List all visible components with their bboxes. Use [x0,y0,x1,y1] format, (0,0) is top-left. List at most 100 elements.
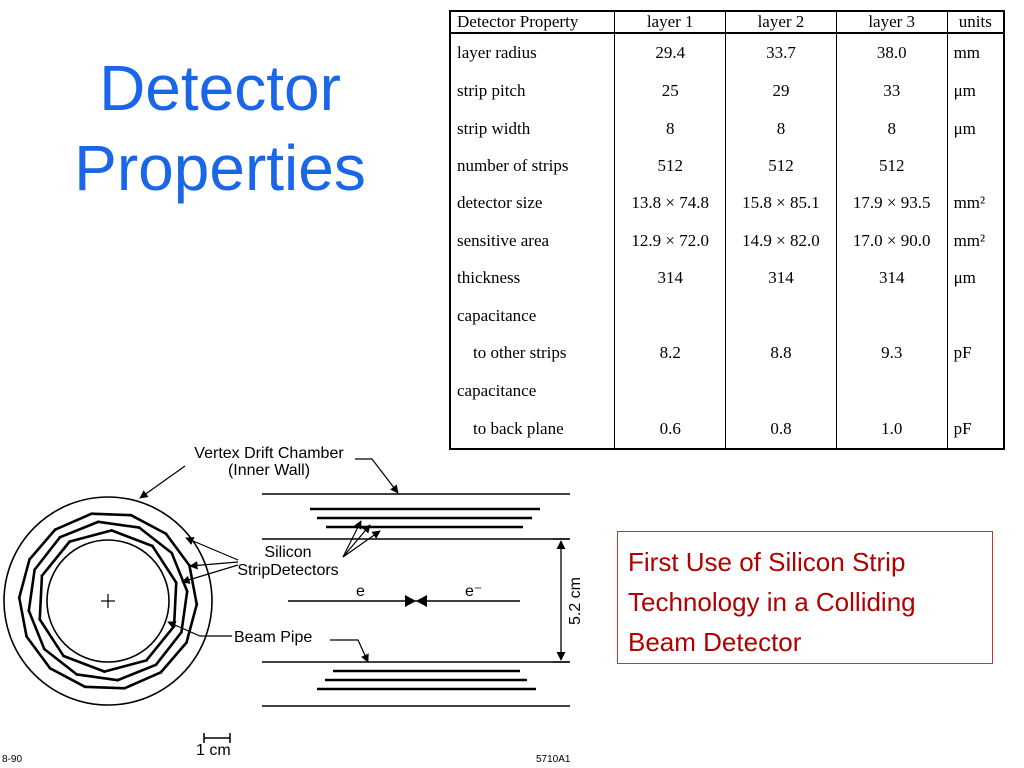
detector-properties-table: Detector Property layer 1 layer 2 layer … [449,10,1005,450]
strip-segment [144,624,176,662]
label-inner-wall: (Inner Wall) [228,462,310,479]
cell-value [725,372,837,410]
strip-segment [68,528,113,544]
cell-value [614,372,727,410]
strip-segment [159,641,189,674]
strip-segment [42,647,79,677]
label-electron-right: e⁻ [465,583,482,600]
cell-unit [946,147,1005,185]
cell-value [835,372,948,410]
strip-segment [32,535,62,572]
cell-unit: mm² [946,222,1005,260]
collision-point [405,595,427,607]
table-row: thickness 314 314 314 μm [449,259,1005,298]
label-strip-detectors: StripDetectors [237,562,338,579]
strip-segment [17,558,31,599]
cell-value: 0.8 [725,409,837,449]
side-view [262,493,570,707]
label-beam-pipe: Beam Pipe [234,629,312,646]
callout-box: First Use of Silicon Strip Technology in… [617,531,993,664]
slide-title-line1: Detector [99,52,341,124]
cell-value: 9.3 [835,334,948,373]
label-figure-code-left: 8-90 [2,754,22,765]
row-label: strip width [449,109,616,148]
strip-segment [137,525,174,555]
cross-section-view [3,496,213,706]
strip-segment [116,663,158,682]
table-row: to back plane 0.6 0.8 1.0 pF [449,409,1005,449]
cell-value: 8 [725,109,837,148]
cell-unit [946,372,1005,410]
strip-segment [172,581,178,628]
beam-pipe-circle [46,539,170,663]
cell-value: 29 [725,72,837,110]
cell-value: 12.9 × 72.0 [614,222,727,260]
table-header-row: Detector Property layer 1 layer 2 layer … [449,11,1005,34]
scale-bar [203,733,231,743]
cell-unit: pF [946,409,1005,449]
table-row: layer radius 29.4 33.7 38.0 mm [449,33,1005,73]
cell-value: 314 [835,259,948,298]
strip-segment [129,513,168,536]
cell-value: 17.0 × 90.0 [835,222,948,260]
header-layer-2: layer 2 [725,11,837,34]
cell-value [614,297,727,335]
cell-value: 0.6 [614,409,727,449]
strip-segment [180,590,189,634]
cell-value: 33.7 [725,33,837,73]
table-row: to other strips 8.2 8.8 9.3 pF [449,334,1005,373]
callout-text: First Use of Silicon Strip Technology in… [628,547,916,657]
row-label: capacitance [449,372,616,410]
cell-unit: pF [946,334,1005,373]
cell-value: 512 [835,147,948,185]
strip-segment [150,544,178,585]
slide-title-line2: Properties [74,132,366,204]
silicon-strip-segments [17,512,199,690]
cell-value: 1.0 [835,409,948,449]
strip-segment [25,635,52,670]
strip-segment [75,673,119,682]
row-label: strip pitch [449,72,616,110]
cell-value: 8.2 [614,334,727,373]
label-vertex-drift-chamber: Vertex Drift Chamber [194,445,344,462]
cell-unit [946,297,1005,335]
vertex-drift-chamber-wall [3,496,213,706]
strip-segment [84,685,126,690]
cell-value: 8 [835,109,948,148]
table-row: capacitance [449,372,1005,410]
strip-detectors-top [310,507,540,529]
header-layer-1: layer 1 [614,11,727,34]
cell-unit: μm [946,109,1005,148]
label-electron: e [356,583,365,600]
header-layer-3: layer 3 [835,11,948,34]
beam-center-cross [101,594,115,608]
header-units: units [946,11,1005,34]
header-property: Detector Property [449,11,616,34]
row-label: thickness [449,259,616,298]
cell-value: 25 [614,72,727,110]
strip-segment [27,609,46,651]
table-row: strip pitch 25 29 33 μm [449,72,1005,110]
cell-value: 14.9 × 82.0 [725,222,837,260]
cell-unit: μm [946,72,1005,110]
leader-lines [139,458,399,663]
cell-value: 17.9 × 93.5 [835,184,948,223]
strip-segment [90,512,132,517]
label-figure-code-right: 5710A1 [536,754,571,765]
cell-value: 314 [725,259,837,298]
strip-detectors-bottom [317,669,536,691]
strip-segment [123,670,163,690]
label-scale: 1 cm [196,742,231,759]
table-row: number of strips 512 512 512 [449,147,1005,185]
table-row: strip width 8 8 8 μm [449,109,1005,148]
strip-segment [103,658,148,674]
row-label: capacitance [449,297,616,335]
row-label: to other strips [449,334,616,373]
cell-unit: mm² [946,184,1005,223]
strip-segment [164,532,191,567]
strip-segment [185,603,199,644]
table-row: detector size 13.8 × 74.8 15.8 × 85.1 17… [449,184,1005,223]
strip-segment [48,666,87,689]
cell-unit: mm [946,33,1005,73]
label-silicon: Silicon [264,544,311,561]
